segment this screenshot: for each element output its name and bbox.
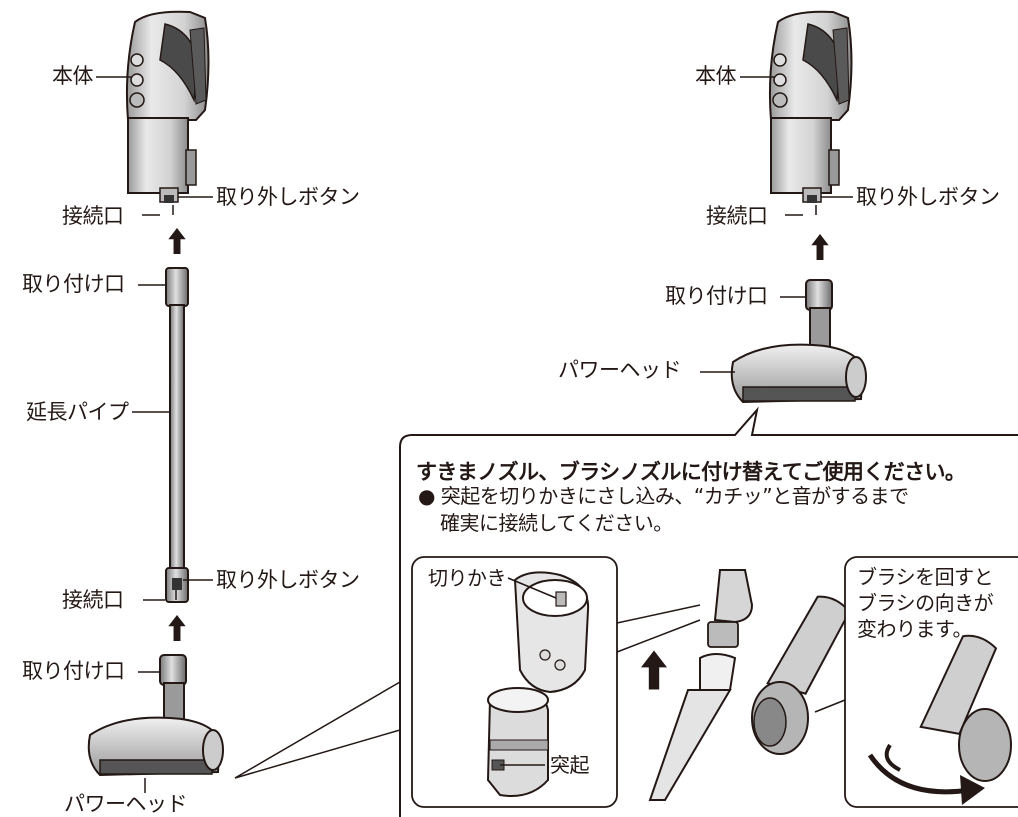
brush-rotate-illustration <box>867 634 1012 805</box>
right-connection-port-label: 接続口 <box>706 204 768 228</box>
callout-heading: すきまノズル、ブラシノズルに付け替えてご使用ください。 <box>416 460 966 484</box>
right-vacuum-body <box>768 10 853 203</box>
right-body-label: 本体 <box>695 64 737 88</box>
right-up-arrow <box>811 234 829 260</box>
right-power-head-label: パワーヘッド <box>558 358 682 382</box>
zoom-lines <box>234 681 401 779</box>
notch-leaders <box>500 577 701 766</box>
left-power-head-label: パワーヘッド <box>64 792 188 816</box>
extension-pipe-label: 延長パイプ <box>26 400 129 424</box>
left-up-arrow-1 <box>168 228 186 254</box>
left-leader-lines <box>96 76 213 793</box>
brush-nozzle <box>751 595 851 755</box>
callout-bullet-line-2: 確実に接続してください。 <box>440 511 673 535</box>
pipe-release-button-label: 取り外しボタン <box>216 568 360 592</box>
protrusion-label: 突起 <box>550 753 590 777</box>
left-body-label: 本体 <box>52 64 94 88</box>
left-mount-port-label: 取り付け口 <box>22 272 125 296</box>
left-vacuum-body <box>125 10 210 203</box>
left-power-head <box>87 654 224 777</box>
left-connection-port-label: 接続口 <box>62 204 124 228</box>
notch-detail-illustration <box>486 571 590 797</box>
callout-bullet-line-1: ● 突起を切りかきにさし込み、“カチッ”と音がするまで <box>418 484 909 508</box>
notch-label: 切りかき <box>428 566 507 590</box>
right-power-head <box>730 279 867 404</box>
crevice-nozzle <box>648 569 754 801</box>
right-mount-port-label: 取り付け口 <box>665 284 768 308</box>
brush-note-line-3: 変わります。 <box>857 617 973 641</box>
right-leader-lines <box>700 76 853 373</box>
left-up-arrow-2 <box>168 615 186 641</box>
brush-note-line-2: ブラシの向きが <box>857 591 994 615</box>
right-release-button-label: 取り外しボタン <box>856 185 1000 209</box>
left-extension-pipe <box>165 267 189 603</box>
left-bottom-mount-port-label: 取り付け口 <box>22 659 125 683</box>
left-release-button-label: 取り外しボタン <box>216 185 360 209</box>
brush-note-line-1: ブラシを回すと <box>857 565 994 589</box>
pipe-connection-port-label: 接続口 <box>62 588 124 612</box>
